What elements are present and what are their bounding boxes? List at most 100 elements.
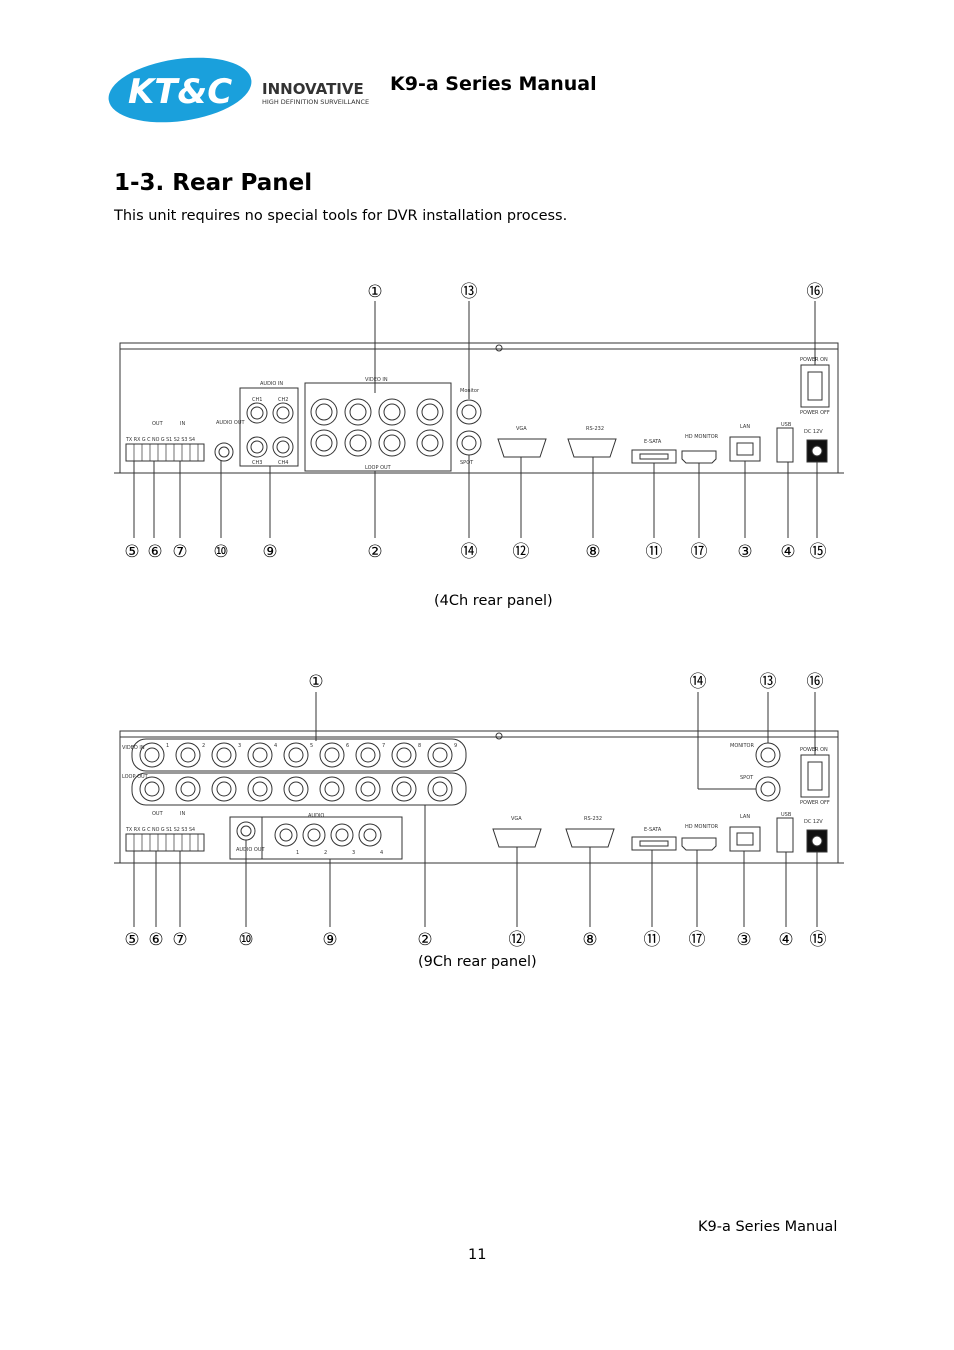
logo-tagline: HIGH DEFINITION SURVEILLANCE <box>262 98 369 106</box>
logo-brand: INNOVATIVE <box>262 80 364 98</box>
callout-8: ⑧ <box>582 930 597 950</box>
callout-1: ① <box>367 282 382 302</box>
rear-panel-9ch-diagram: VIDEO IN LOOP OUT AUDIO AUDIO OUT MONITO… <box>100 665 850 959</box>
caption-4ch: (4Ch rear panel) <box>434 593 553 609</box>
audio-ch2-label: CH2 <box>278 397 288 403</box>
callout-11: ⑪ <box>644 930 661 950</box>
header-manual-title: K9-a Series Manual <box>390 73 597 95</box>
terminal-label: TX RX G C NO G S1 S2 S3 S4 <box>125 827 195 833</box>
esata-label: E-SATA <box>644 827 662 833</box>
callout-13: ⑬ <box>461 282 478 302</box>
logo-text: KT&C <box>128 72 232 112</box>
callout-10: ⑩ <box>238 930 253 950</box>
callout-13: ⑬ <box>760 672 777 692</box>
audio-ch4-label: CH4 <box>278 460 288 466</box>
video-num-9: 9 <box>454 743 457 749</box>
lan-label: LAN <box>740 814 750 820</box>
intro-text: This unit requires no special tools for … <box>114 208 568 224</box>
monitor-label: MONITOR <box>730 743 754 749</box>
rs232-label: RS-232 <box>586 426 604 432</box>
callout-1: ① <box>308 672 323 692</box>
audio-out-label: AUDIO OUT <box>216 420 246 426</box>
video-num-1: 1 <box>166 743 169 749</box>
callout-2: ② <box>417 930 432 950</box>
callout-9: ⑨ <box>262 542 277 562</box>
vga-label: VGA <box>511 816 522 822</box>
callout-6: ⑥ <box>148 930 163 950</box>
video-num-2: 2 <box>202 743 205 749</box>
rear-panel-4ch-diagram: AUDIO IN VIDEO IN LOOP OUT Monitor SPOT … <box>100 275 850 574</box>
video-in-label: VIDEO IN <box>122 745 145 751</box>
callout-5: ⑤ <box>124 542 139 562</box>
callout-12: ⑫ <box>509 930 526 950</box>
vga-label: VGA <box>516 426 527 432</box>
power-on-label: POWER ON <box>800 357 828 363</box>
hd-monitor-label: HD MONITOR <box>685 434 719 440</box>
audio-num-1: 1 <box>296 850 299 856</box>
audio-out-label: AUDIO OUT <box>236 847 266 853</box>
callout-16: ⑯ <box>807 282 824 302</box>
video-num-7: 7 <box>382 743 385 749</box>
callout-6: ⑥ <box>147 542 162 562</box>
lan-label: LAN <box>740 424 750 430</box>
callout-17: ⑰ <box>691 542 708 562</box>
callout-3: ③ <box>737 542 752 562</box>
terminal-label: TX RX G C NO G S1 S2 S3 S4 <box>125 437 195 443</box>
callout-16: ⑯ <box>807 672 824 692</box>
audio-in-label: AUDIO IN <box>260 381 283 387</box>
in-label: IN <box>180 811 185 817</box>
esata-label: E-SATA <box>644 439 662 445</box>
callout-15: ⑮ <box>810 542 827 562</box>
out-label: OUT <box>152 811 164 817</box>
callout-8: ⑧ <box>585 542 600 562</box>
audio-label: AUDIO <box>308 813 324 819</box>
callout-12: ⑫ <box>513 542 530 562</box>
video-num-5: 5 <box>310 743 313 749</box>
video-in-label: VIDEO IN <box>365 377 388 383</box>
callout-14: ⑭ <box>461 542 478 562</box>
callout-11: ⑪ <box>646 542 663 562</box>
callout-9: ⑨ <box>322 930 337 950</box>
audio-ch3-label: CH3 <box>252 460 262 466</box>
callout-14: ⑭ <box>690 672 707 692</box>
out-label: OUT <box>152 421 164 427</box>
kt-c-logo: KT&C INNOVATIVE HIGH DEFINITION SURVEILL… <box>106 54 376 130</box>
video-num-6: 6 <box>346 743 349 749</box>
in-label: IN <box>180 421 185 427</box>
rs232-label: RS-232 <box>584 816 602 822</box>
power-off-label: POWER OFF <box>800 800 830 806</box>
dc-label: DC 12V <box>804 819 823 825</box>
audio-ch1-label: CH1 <box>252 397 262 403</box>
usb-label: USB <box>781 422 792 428</box>
audio-num-3: 3 <box>352 850 355 856</box>
callout-5: ⑤ <box>124 930 139 950</box>
callout-15: ⑮ <box>810 930 827 950</box>
loop-out-label: LOOP OUT <box>365 465 392 471</box>
video-num-8: 8 <box>418 743 421 749</box>
monitor-label: Monitor <box>460 388 480 394</box>
dc-label: DC 12V <box>804 429 823 435</box>
audio-num-2: 2 <box>324 850 327 856</box>
power-off-label: POWER OFF <box>800 410 830 416</box>
usb-label: USB <box>781 812 792 818</box>
loop-out-label: LOOP OUT <box>122 774 149 780</box>
footer-manual-title: K9-a Series Manual <box>698 1219 838 1235</box>
spot-label: SPOT <box>460 460 474 466</box>
audio-num-4: 4 <box>380 850 383 856</box>
callout-4: ④ <box>778 930 793 950</box>
callout-7: ⑦ <box>172 930 187 950</box>
callout-7: ⑦ <box>172 542 187 562</box>
callout-17: ⑰ <box>689 930 706 950</box>
callout-3: ③ <box>736 930 751 950</box>
page-number: 11 <box>468 1247 487 1263</box>
video-num-3: 3 <box>238 743 241 749</box>
power-on-label: POWER ON <box>800 747 828 753</box>
callout-10: ⑩ <box>213 542 228 562</box>
video-num-4: 4 <box>274 743 277 749</box>
callout-2: ② <box>367 542 382 562</box>
section-title: 1-3. Rear Panel <box>114 170 313 196</box>
hd-monitor-label: HD MONITOR <box>685 824 719 830</box>
caption-9ch: (9Ch rear panel) <box>418 954 537 970</box>
spot-label: SPOT <box>740 775 754 781</box>
callout-4: ④ <box>780 542 795 562</box>
